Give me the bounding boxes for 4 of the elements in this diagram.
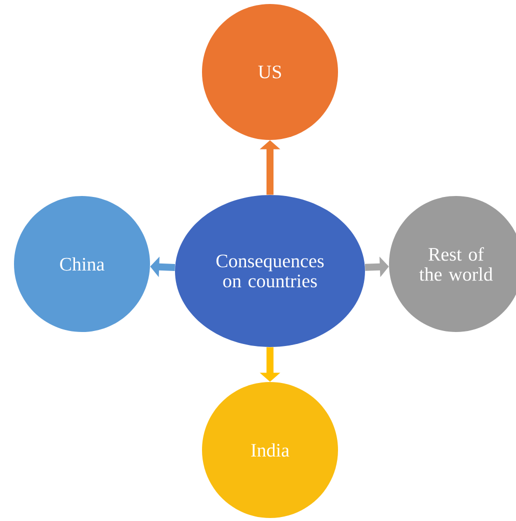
circle-node: India xyxy=(202,382,338,518)
circle-node: China xyxy=(14,196,150,332)
circle-node: US xyxy=(202,4,338,140)
circle-node: Consequences on countries xyxy=(175,195,365,347)
